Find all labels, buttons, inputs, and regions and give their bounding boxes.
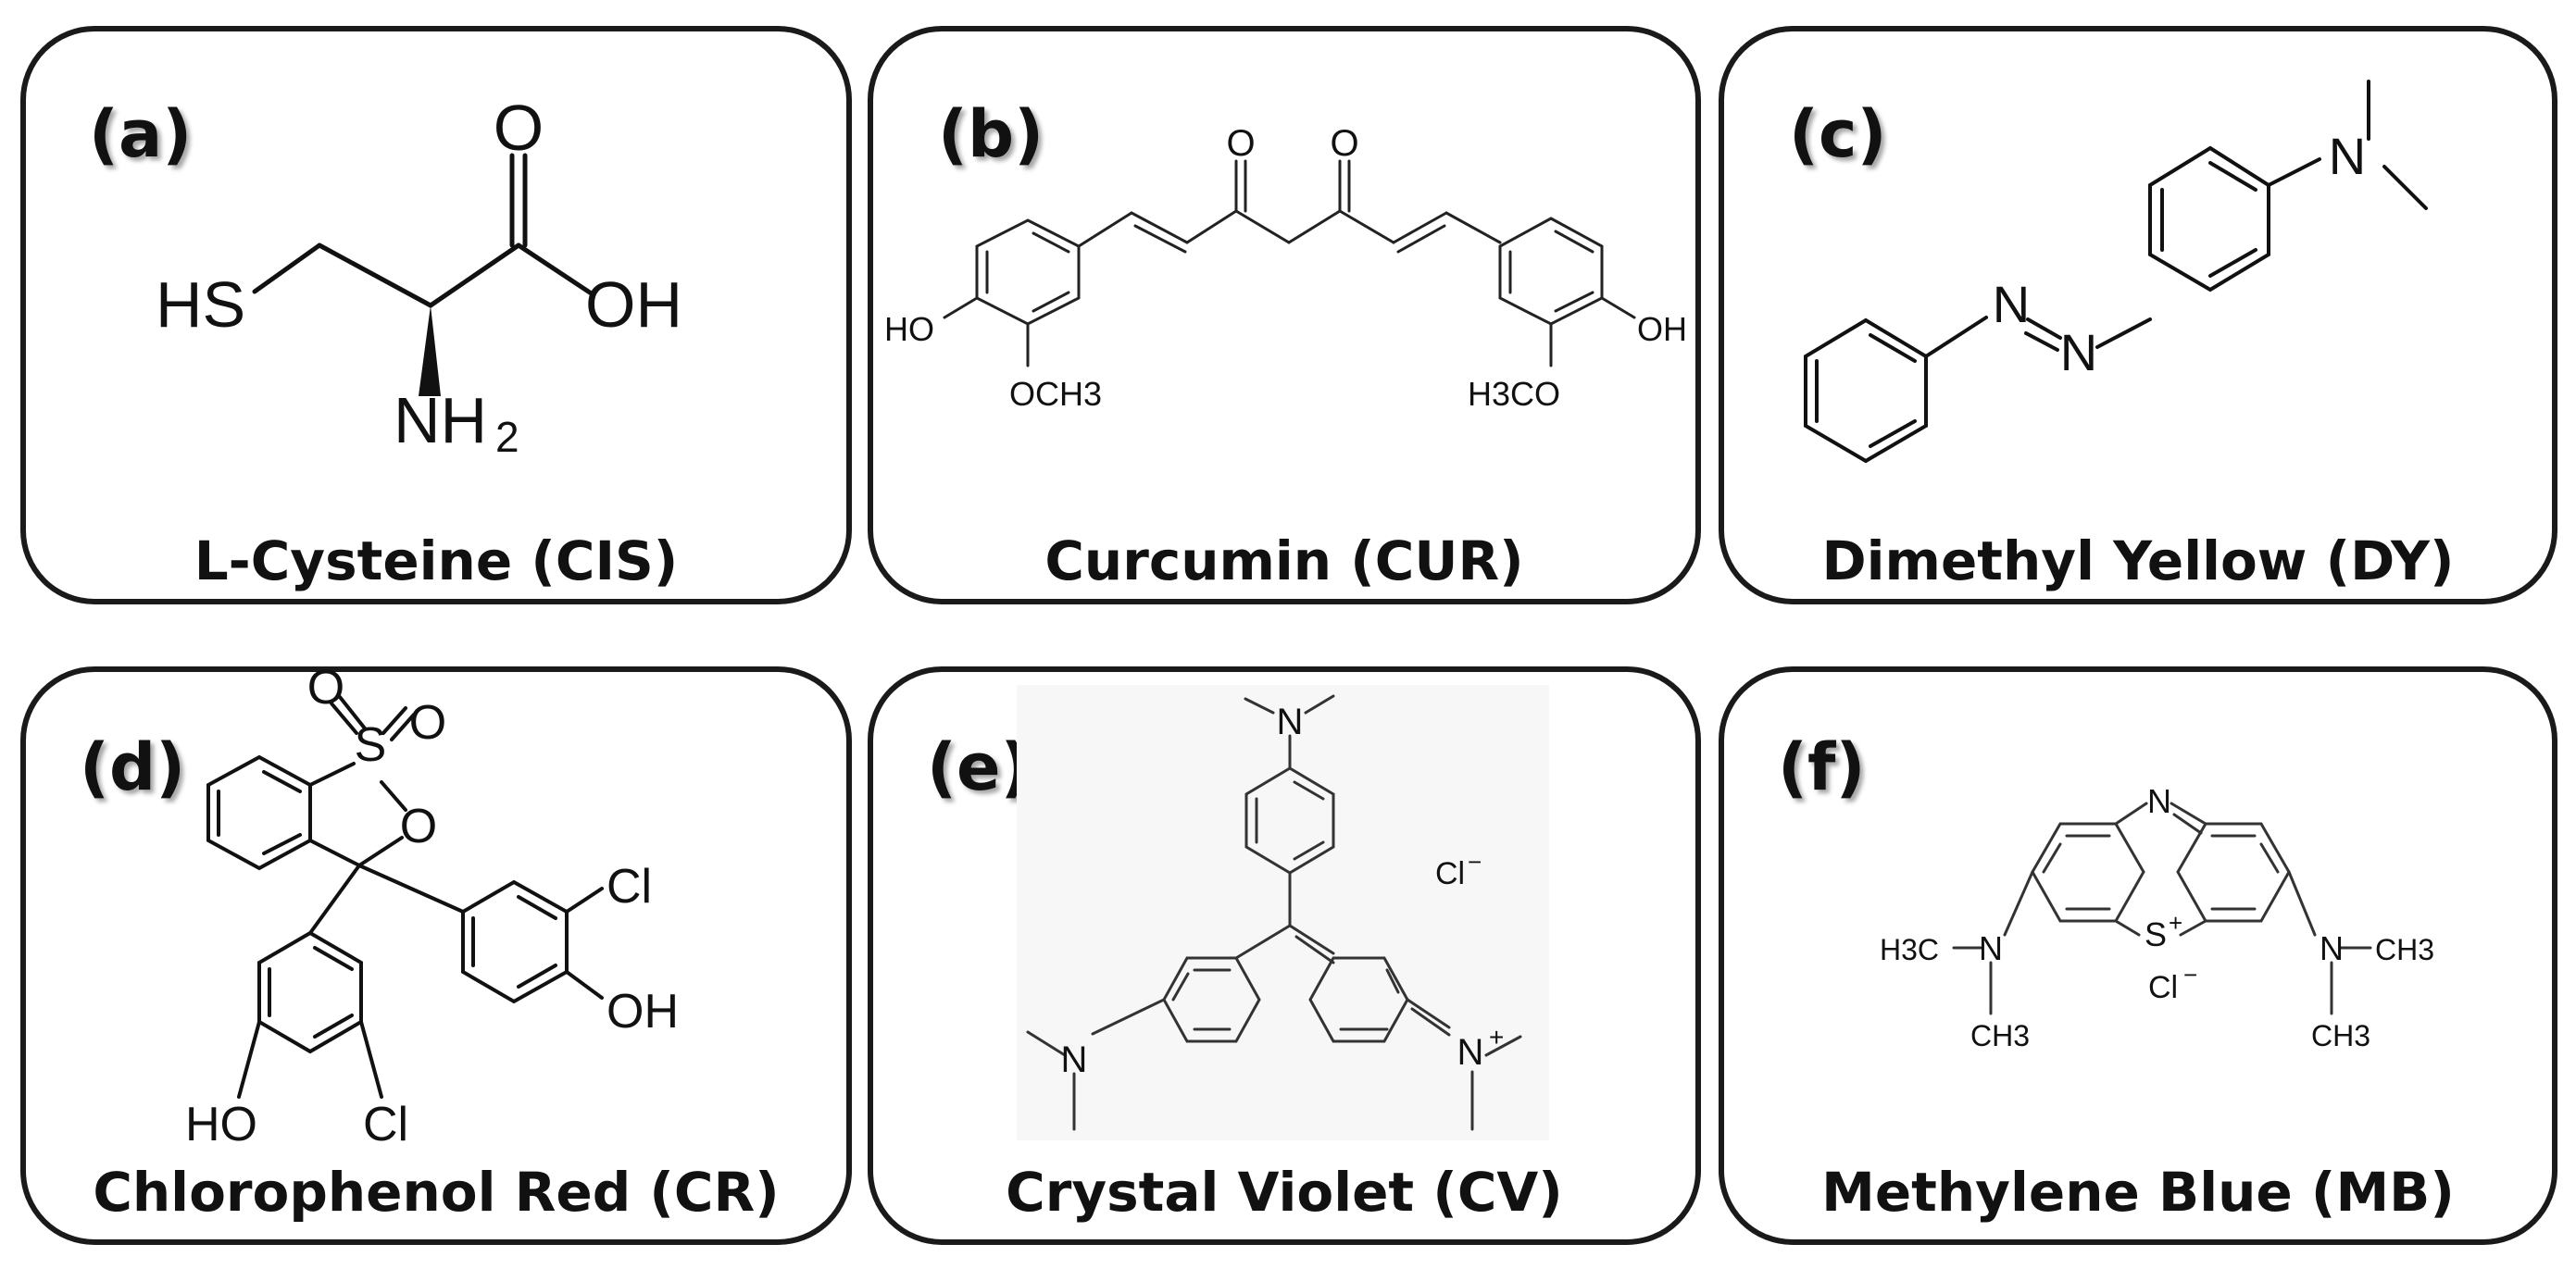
- atom-label: +: [1489, 1023, 1504, 1051]
- atom-label: N: [2320, 929, 2344, 967]
- atom-label: CH3: [2375, 933, 2434, 966]
- panel-f: (f) Methylene Blue (MB): [1719, 666, 2557, 1245]
- atom-label: OH: [606, 985, 679, 1039]
- atom-label: HO: [185, 1098, 257, 1151]
- atom-label: N: [1061, 1039, 1088, 1080]
- atom-label: N: [2147, 782, 2171, 820]
- panel-caption: Curcumin (CUR): [1044, 529, 1524, 592]
- panel-caption: Methylene Blue (MB): [1821, 1161, 2455, 1224]
- atom-label: O: [400, 800, 437, 853]
- atom-label: H3CO: [1468, 375, 1560, 413]
- panel-label: (a): [89, 96, 193, 172]
- atom-label: S: [2145, 915, 2167, 953]
- atom-label: O: [494, 92, 544, 164]
- atom-label: Cl: [363, 1098, 408, 1151]
- atom-label: 2: [495, 413, 519, 461]
- structure-dimethyl-yellow: [1804, 80, 2428, 464]
- atom-label: N: [1457, 1032, 1484, 1073]
- panel-b: (b) Curcumin (CUR): [868, 26, 1701, 604]
- atom-label: CH3: [2311, 1019, 2370, 1052]
- atom-label: N: [2060, 323, 2097, 381]
- structure-chlorophenol-red: [206, 695, 604, 1099]
- atom-label: HO: [884, 310, 934, 348]
- atom-label: NH: [394, 384, 487, 456]
- structure-curcumin: [943, 159, 1636, 367]
- panel-caption: Crystal Violet (CV): [1006, 1161, 1563, 1224]
- structure-cysteine: [252, 153, 595, 396]
- atom-label: H3C: [1880, 933, 1939, 966]
- atom-label: N: [1979, 929, 2003, 967]
- atom-label: O: [1226, 123, 1255, 164]
- panel-label: (b): [938, 96, 1044, 172]
- atom-label: −: [1468, 848, 1482, 876]
- atom-label: +: [2169, 909, 2182, 937]
- panel-label: (f): [1778, 729, 1866, 805]
- atom-label: OCH3: [1009, 375, 1102, 413]
- atom-label: N: [1993, 275, 2030, 333]
- atom-label: OH: [1637, 310, 1687, 348]
- atom-label: CH3: [1970, 1019, 2030, 1052]
- panel-label: (c): [1789, 96, 1887, 172]
- atom-label: Cl: [606, 860, 652, 914]
- panel-caption: Chlorophenol Red (CR): [93, 1161, 780, 1224]
- atom-label: N: [2329, 127, 2366, 185]
- panel-caption: L-Cysteine (CIS): [194, 529, 679, 592]
- atom-label: −: [2183, 961, 2197, 989]
- structure-crystal-violet: [1026, 694, 1522, 1131]
- atom-label: O: [307, 661, 344, 715]
- atom-label: N: [1277, 702, 1304, 742]
- atom-label: Cl: [2148, 970, 2178, 1005]
- atom-label: O: [1330, 123, 1358, 164]
- panel-label: (d): [80, 729, 186, 805]
- panel-a: (a) L-Cysteine (CIS): [20, 26, 852, 604]
- panel-caption: Dimethyl Yellow (DY): [1821, 529, 2455, 592]
- structure-background: [1017, 685, 1549, 1140]
- panel-d: (d) Chlorophenol Red (CR): [20, 666, 852, 1245]
- atom-label: O: [409, 696, 446, 750]
- structure-methylene-blue: [1952, 802, 2372, 1015]
- panel-c: (c) Dimethyl Yellow (DY): [1719, 26, 2557, 604]
- panel-label: (e): [927, 729, 1031, 805]
- atom-label: Cl: [1435, 856, 1465, 891]
- atom-label: OH: [585, 268, 682, 341]
- atom-label: HS: [156, 268, 245, 341]
- atom-label: S: [355, 718, 387, 772]
